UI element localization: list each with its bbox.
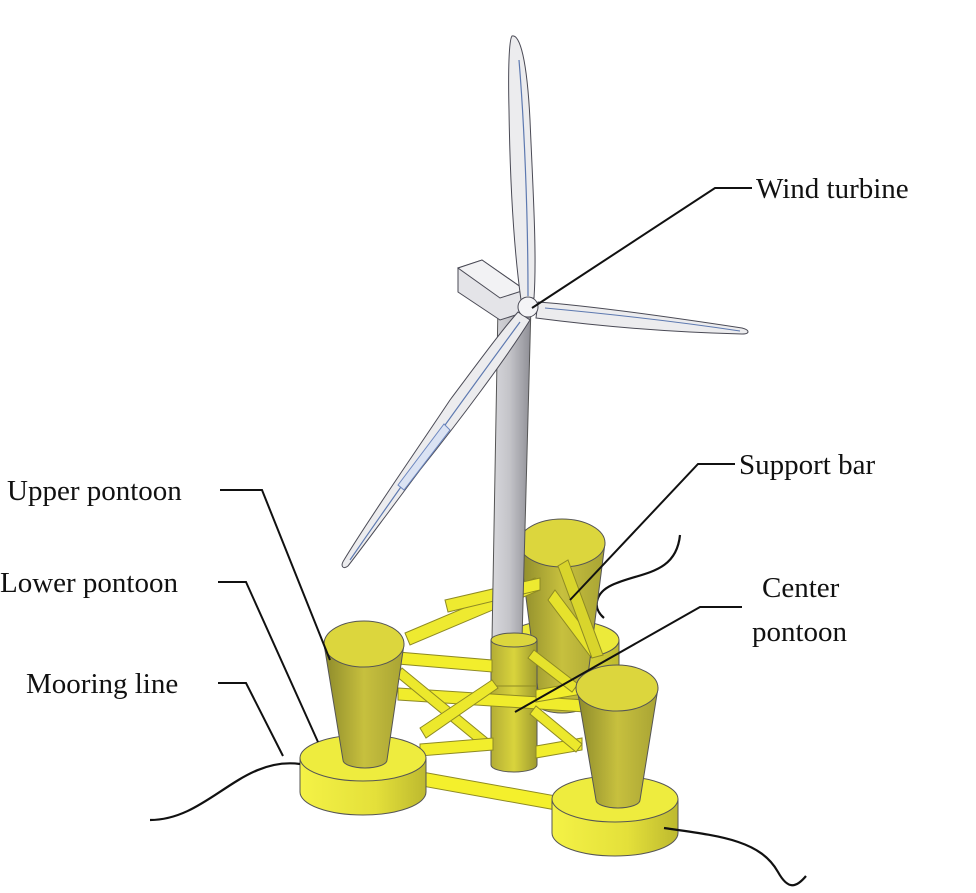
- label-wind-turbine: Wind turbine: [756, 173, 909, 205]
- mooring-line-back: [595, 534, 682, 619]
- mooring-lines: [595, 534, 682, 619]
- label-support-bar: Support bar: [739, 449, 875, 481]
- leader-lines: [218, 187, 752, 757]
- right-pontoon: [551, 664, 679, 857]
- leader-center-pontoon: [514, 606, 742, 713]
- label-mooring-line: Mooring line: [26, 668, 178, 700]
- mooring-lines-front: [149, 762, 807, 887]
- leader-lower-pontoon: [218, 581, 319, 743]
- rotor: [341, 35, 749, 569]
- mooring-line-left: [149, 762, 301, 822]
- mooring-line-right: [663, 826, 807, 887]
- leader-support-bar: [569, 463, 735, 601]
- label-center-pontoon-1: Center: [762, 572, 840, 604]
- leader-mooring-line: [218, 682, 284, 757]
- left-pontoon: [299, 620, 427, 816]
- label-upper-pontoon: Upper pontoon: [7, 475, 182, 507]
- leader-wind-turbine: [531, 187, 752, 309]
- left-upper-pontoon-top: [323, 620, 405, 668]
- right-upper-pontoon: [576, 687, 659, 809]
- label-center-pontoon-2: pontoon: [752, 616, 848, 648]
- right-upper-pontoon-top: [575, 664, 659, 712]
- blade-up: [508, 35, 536, 301]
- leader-upper-pontoon: [220, 489, 331, 661]
- labels: Wind turbine Support bar Center pontoon …: [0, 173, 909, 700]
- label-lower-pontoon: Lower pontoon: [0, 567, 178, 599]
- back-upper-pontoon-top: [518, 518, 606, 568]
- hub: [517, 296, 539, 318]
- left-upper-pontoon: [323, 643, 405, 769]
